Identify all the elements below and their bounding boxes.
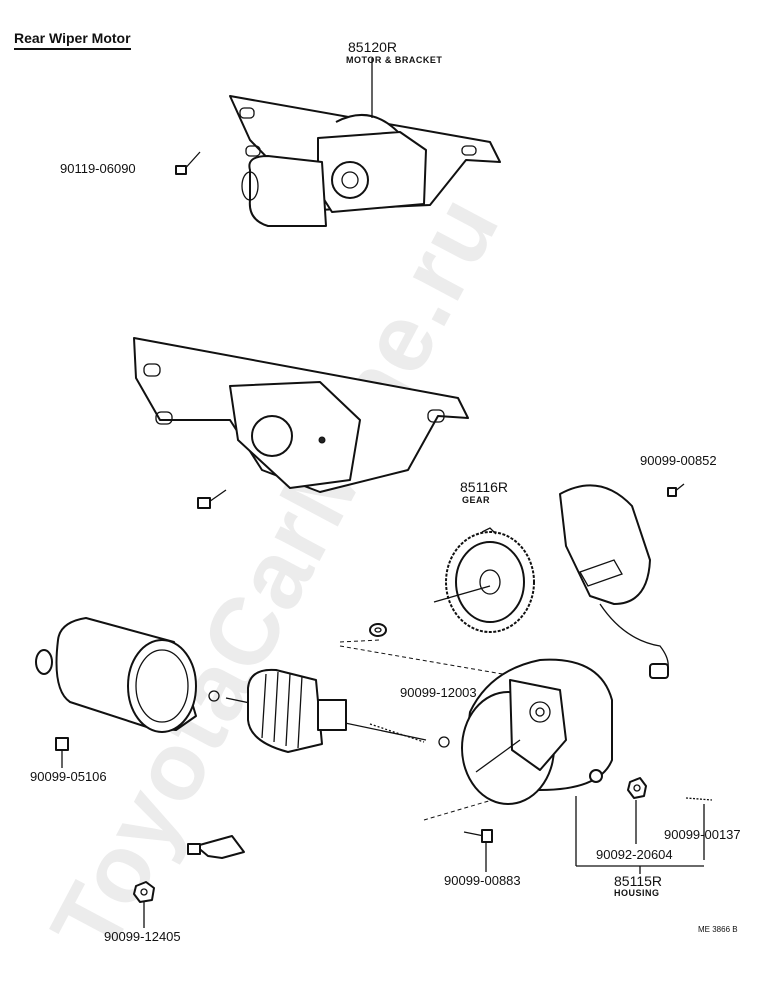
- motor-bracket-name: MOTOR & BRACKET: [346, 55, 443, 65]
- stud-icon: [685, 797, 713, 801]
- housing-number: 85115R: [614, 873, 663, 889]
- gear-name: GEAR: [462, 495, 491, 505]
- ball-right-icon: [438, 736, 450, 748]
- nut-housing-icon: [627, 777, 647, 799]
- nut-housing-number: 90092-20604: [596, 847, 673, 862]
- diagram-code: ME 3866 B: [698, 925, 738, 934]
- stud-number: 90099-00137: [664, 827, 741, 842]
- washer-icon: [369, 623, 387, 637]
- clip-icon: [55, 737, 69, 768]
- screw-cover-icon: [667, 483, 685, 497]
- screw-cover-number: 90099-00852: [640, 453, 717, 468]
- motor-yoke: [35, 617, 197, 733]
- clip-number: 90099-05106: [30, 769, 107, 784]
- motor-bracket-number: 85120R: [348, 39, 398, 55]
- cover-plate: [559, 484, 669, 679]
- bolt-top-number: 90119-06090: [60, 161, 136, 176]
- gear-icon: [433, 527, 535, 633]
- housing-name: HOUSING: [614, 888, 660, 898]
- bracket: [133, 337, 469, 493]
- ball-left-icon: [208, 690, 220, 702]
- bolt-mid-icon: [197, 489, 227, 509]
- diagram-title: Rear Wiper Motor: [14, 30, 131, 50]
- nut-bottom-icon: [133, 881, 155, 928]
- nut-bottom-number: 90099-12405: [104, 929, 181, 944]
- armature: [225, 668, 427, 753]
- screw-housing-number: 90099-00883: [444, 873, 521, 888]
- motor-bracket-assembly: [229, 58, 501, 227]
- housing-icon: [461, 658, 613, 805]
- brush-holder-icon: [187, 835, 245, 859]
- bolt-top-icon: [175, 151, 201, 175]
- gear-number: 85116R: [460, 479, 509, 495]
- screw-housing-icon: [463, 829, 493, 872]
- washer-number: 90099-12003: [400, 685, 477, 700]
